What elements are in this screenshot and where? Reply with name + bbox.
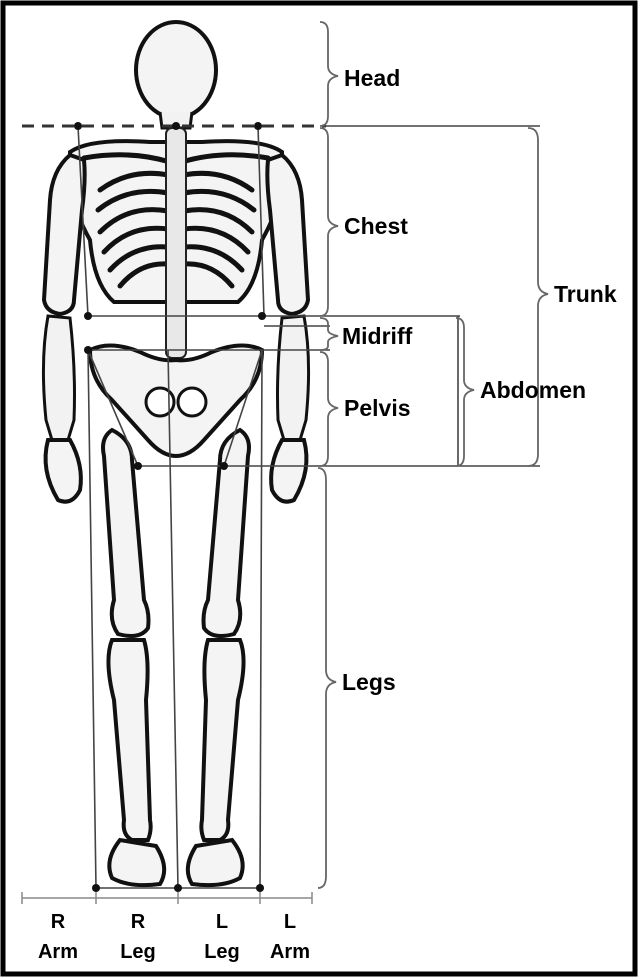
foot-left [188,840,243,885]
label-trunk: Trunk [554,281,617,307]
bottom-label-side: R [131,911,146,933]
foot-right [109,840,164,885]
bottom-label-side: L [216,911,228,933]
label-legs: Legs [342,669,396,695]
bottom-label-part: Arm [270,941,310,963]
label-abdomen: Abdomen [480,377,586,403]
label-chest: Chest [344,213,408,239]
bottom-label-part: Leg [204,941,240,963]
bottom-label-part: Leg [120,941,156,963]
bottom-label-side: L [284,911,296,933]
label-midriff: Midriff [342,323,413,349]
bottom-label-part: Arm [38,941,78,963]
spine [166,128,186,358]
bottom-label-side: R [51,911,66,933]
forearm-right [43,316,74,440]
label-pelvis: Pelvis [344,395,411,421]
forearm-left [278,316,309,440]
skull [136,22,216,118]
label-head: Head [344,65,400,91]
